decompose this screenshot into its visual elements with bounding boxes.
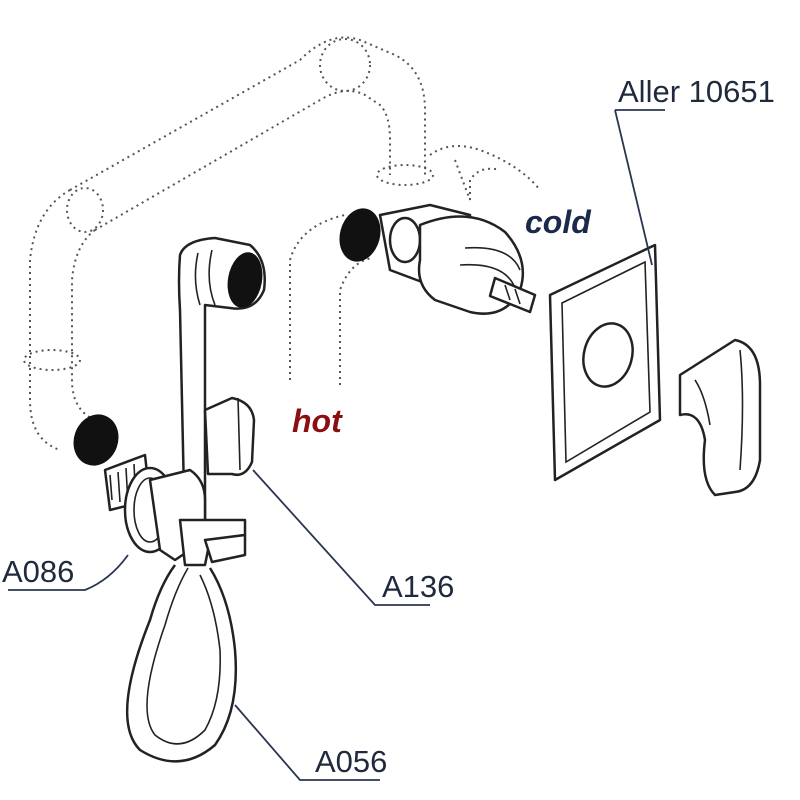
pipe-end-left (73, 414, 119, 466)
angle-valve (103, 453, 247, 567)
label-cold: cold (525, 204, 592, 240)
dotted-pipes (23, 36, 541, 451)
label-hot: hot (292, 403, 343, 439)
label-aller-10651: Aller 10651 (618, 74, 775, 109)
hose (125, 564, 238, 763)
leader-aller (614, 109, 665, 266)
label-a056: A056 (315, 744, 387, 779)
lever-handle (678, 338, 762, 497)
pipe-end-hot (339, 208, 381, 262)
leader-a086 (8, 554, 129, 591)
cover-plate (548, 243, 662, 482)
hand-spray (177, 236, 266, 542)
leader-a056 (234, 704, 380, 781)
label-a086: A086 (2, 554, 74, 589)
label-a136: A136 (382, 569, 454, 604)
leader-a136 (252, 469, 430, 606)
mixer-valve (378, 203, 537, 315)
